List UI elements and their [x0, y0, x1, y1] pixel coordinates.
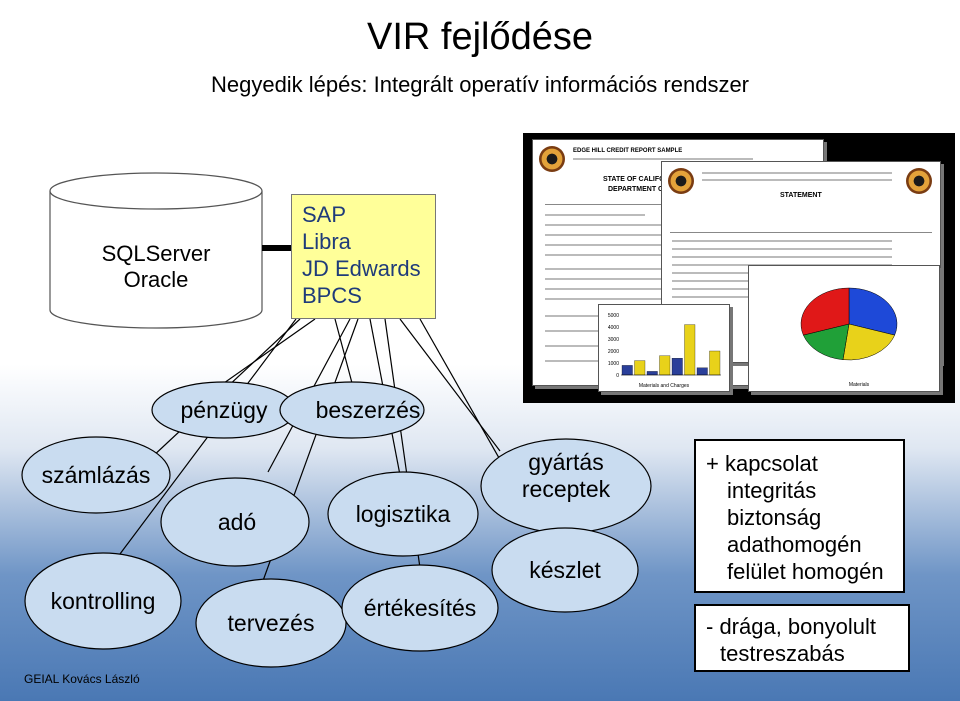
- report-logo-icon: [539, 146, 565, 172]
- module-ertekesites-label: értékesítés: [364, 595, 477, 621]
- report-bar: [684, 324, 696, 376]
- bar-tick-label: 1000: [608, 361, 619, 367]
- module-szamlazas[interactable]: [21, 436, 171, 514]
- report-bar: [671, 358, 683, 376]
- report-bar-chart: 5000 4000 3000 2000 1000 0 Materials and Char…: [598, 304, 730, 392]
- report-pie-chart-label: Materials: [849, 382, 870, 388]
- advantage-item: adathomogén: [727, 532, 862, 557]
- slide-title: VIR fejlődése: [366, 16, 593, 58]
- report-logo-icon: [906, 168, 932, 194]
- module-connectors: [107, 318, 541, 590]
- report-dept-text: DEPARTMENT OF: [608, 186, 668, 193]
- report-bar: [621, 365, 633, 376]
- module-keszlet-label: készlet: [529, 557, 601, 583]
- report-pie-chart-svg: Materials: [800, 287, 898, 388]
- erp-item: Libra: [302, 229, 351, 254]
- disadvantage-item: - drága, bonyolult: [706, 614, 876, 639]
- database-label-1: SQLServer: [102, 241, 211, 266]
- bar-tick-label: 0: [616, 373, 619, 379]
- report-bar: [634, 360, 646, 376]
- report-logo-icon: [668, 168, 694, 194]
- module-receptek-label: receptek: [522, 476, 611, 502]
- erp-item: JD Edwards: [302, 256, 421, 281]
- bar-tick-label: 5000: [608, 313, 619, 319]
- report-bar: [646, 371, 658, 376]
- report-state-text: STATE OF CALIFORNIA: [603, 176, 682, 183]
- report-bar-chart-label: Materials and Charges: [639, 383, 690, 389]
- module-ertekesites[interactable]: [341, 564, 499, 652]
- report-pie-slice: [842, 323, 895, 361]
- report-pie-chart: Materials: [748, 265, 940, 392]
- database-cylinder: SQLServer Oracle: [49, 172, 263, 329]
- module-ado-label: adó: [218, 509, 256, 535]
- report-bar: [696, 367, 708, 376]
- report-pie-slice: [800, 287, 850, 336]
- erp-item: SAP: [302, 202, 347, 227]
- slide-subtitle: Negyedik lépés: Integrált operatív infor…: [210, 72, 750, 97]
- erp-item: BPCS: [302, 283, 362, 308]
- database-label-2: Oracle: [124, 267, 189, 292]
- bar-tick-label: 3000: [608, 337, 619, 343]
- advantage-item: felület homogén: [727, 559, 884, 584]
- advantage-item: + kapcsolat: [706, 451, 818, 476]
- module-logisztika-label: logisztika: [356, 501, 451, 527]
- module-tervezes-label: tervezés: [228, 610, 315, 636]
- footer-author: GEIAL Kovács László: [24, 672, 140, 686]
- bar-tick-label: 4000: [608, 325, 619, 331]
- erp-systems-box: SAP Libra JD Edwards BPCS: [291, 194, 436, 319]
- advantage-item: integritás: [727, 478, 817, 503]
- advantages-box: + kapcsolat integritás biztonság adathom…: [694, 439, 905, 593]
- report-header-text: EDGE HILL CREDIT REPORT SAMPLE: [573, 148, 683, 154]
- report-bar: [709, 350, 721, 376]
- module-kontrolling-label: kontrolling: [51, 588, 156, 614]
- module-kontrolling[interactable]: [24, 552, 182, 650]
- report-pie-slice: [848, 287, 898, 336]
- reports-collage-image: EDGE HILL CREDIT REPORT SAMPLE STATE OF …: [523, 133, 955, 403]
- module-penzugy-label: pénzügy: [181, 397, 268, 423]
- module-szamlazas-label: számlázás: [42, 462, 151, 488]
- module-gyartas-label: gyártás: [528, 449, 603, 475]
- report-pie-slice: [803, 323, 850, 360]
- module-beszerzes-label: beszerzés: [316, 397, 421, 423]
- module-beszerzes[interactable]: [279, 381, 425, 439]
- module-logisztika[interactable]: [327, 471, 479, 557]
- report-statement-text: STATEMENT: [780, 192, 822, 199]
- report-bar: [659, 355, 671, 376]
- disadvantage-item: testreszabás: [720, 641, 845, 666]
- module-keszlet[interactable]: [491, 527, 639, 613]
- disadvantages-box: - drága, bonyolult testreszabás: [694, 604, 910, 672]
- report-bar-chart-svg: 5000 4000 3000 2000 1000 0 Materials and Char…: [608, 313, 721, 389]
- bar-tick-label: 2000: [608, 349, 619, 355]
- module-ado[interactable]: [160, 477, 310, 567]
- advantage-item: biztonság: [727, 505, 822, 530]
